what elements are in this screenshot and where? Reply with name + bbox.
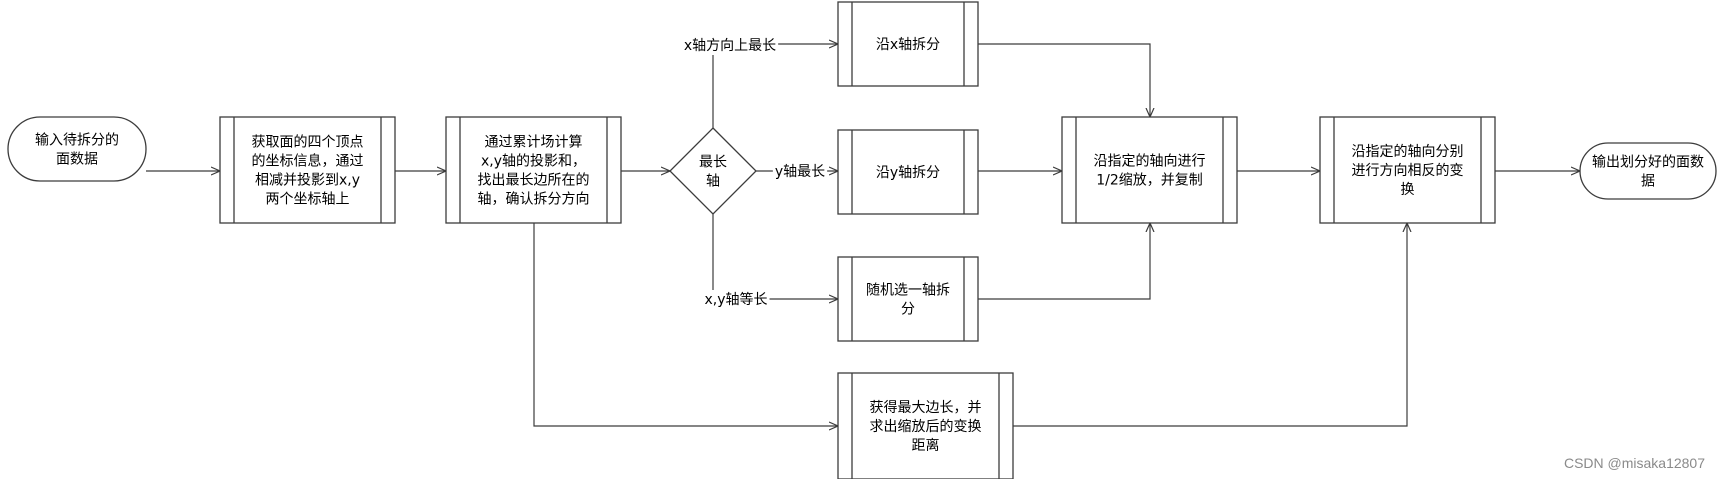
node-output: 输出划分好的面数据 — [1579, 142, 1717, 200]
edge-compute-axis-to-max-edge — [533, 223, 838, 426]
edge-longest-axis-to-split-y: y轴最长 — [756, 163, 838, 181]
transform-label: 沿指定的轴向分别进行方向相反的变换 — [1352, 144, 1464, 198]
edge-longest-axis-to-split-random: x,y轴等长 — [702, 214, 838, 309]
node-split-x: 沿x轴拆分 — [837, 1, 979, 87]
output-label: 输出划分好的面数据 — [1592, 155, 1704, 190]
node-split-y: 沿y轴拆分 — [837, 129, 979, 215]
split_y-label: 沿y轴拆分 — [876, 165, 940, 181]
node-longest-axis: 最长轴 — [669, 127, 757, 215]
edge-label: x,y轴等长 — [704, 291, 767, 308]
split_random-label: 随机选一轴拆分 — [866, 283, 950, 318]
edge-longest-axis-to-split-x: x轴方向上最长 — [681, 37, 838, 128]
watermark: CSDN @misaka12807 — [1563, 455, 1705, 471]
edge-label: x轴方向上最长 — [684, 38, 776, 54]
edge-split-random-to-scale-copy — [978, 223, 1150, 300]
node-max-edge: 获得最大边长，并求出缩放后的变换距离 — [837, 372, 1014, 479]
input-label: 输入待拆分的面数据 — [35, 133, 119, 168]
node-transform: 沿指定的轴向分别进行方向相反的变换 — [1319, 116, 1496, 224]
split_x-label: 沿x轴拆分 — [876, 37, 940, 53]
longest_axis-label: 最长轴 — [699, 155, 727, 190]
edge-max-edge-to-transform — [1013, 223, 1407, 427]
node-input: 输入待拆分的面数据 — [7, 116, 147, 182]
max_edge-label: 获得最大边长，并求出缩放后的变换距离 — [870, 399, 982, 454]
node-split-random: 随机选一轴拆分 — [837, 256, 979, 342]
edge-split-x-to-scale-copy — [978, 43, 1150, 117]
edge-label: y轴最长 — [775, 164, 825, 180]
